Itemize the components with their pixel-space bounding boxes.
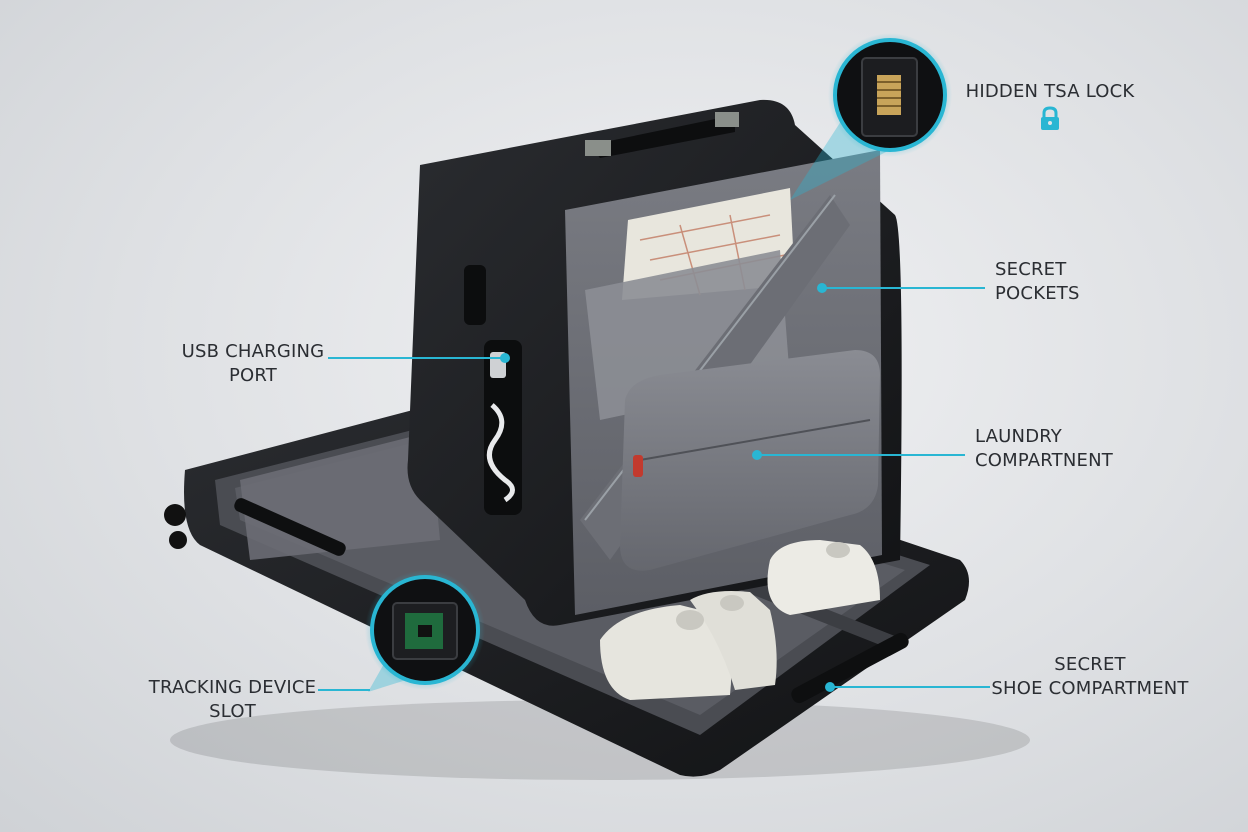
callout-secret-pockets-line2: POCKETS [995, 283, 1080, 304]
callout-laundry: LAUNDRY COMPARTNENT [975, 425, 1145, 473]
callout-laundry-line1: LAUNDRY [975, 426, 1063, 447]
callout-secret-pockets: SECRET POCKETS [995, 258, 1135, 306]
callout-shoes-line1: SECRET [1054, 654, 1126, 675]
combination-lock [464, 265, 486, 325]
callout-tracking: TRACKING DEVICE SLOT [145, 676, 320, 724]
shoes [600, 540, 880, 700]
callout-secret-pockets-line1: SECRET [995, 259, 1067, 280]
side-handle [234, 498, 346, 556]
floor-shadow [170, 700, 1030, 780]
callout-tsa-lock: HIDDEN TSA LOCK [960, 80, 1140, 139]
usb-cable [486, 403, 515, 503]
callout-tracking-line2: SLOT [209, 701, 256, 722]
padlock-icon [1041, 106, 1059, 130]
upright-shell [407, 99, 902, 626]
callout-lines [318, 283, 990, 692]
handle-clip [585, 140, 611, 156]
callout-shoes-line2: SHOE COMPARTMENT [991, 678, 1189, 699]
top-handle [590, 117, 735, 158]
callout-tracking-line1: TRACKING DEVICE [148, 677, 317, 698]
callout-usb-port: USB CHARGING PORT [178, 340, 328, 388]
tracking-device-zoom [365, 570, 485, 692]
handle-clip [715, 112, 739, 127]
zipper-pull [633, 455, 643, 477]
callout-usb-port-line1: USB CHARGING [181, 341, 325, 362]
callout-usb-port-line2: PORT [228, 365, 277, 386]
callout-laundry-line2: COMPARTNENT [975, 450, 1113, 471]
front-handle [791, 632, 909, 704]
tsa-lock-zoom [790, 33, 952, 200]
callout-shoe-compartment: SECRET SHOE COMPARTMENT [990, 653, 1190, 701]
laundry-pouch [620, 350, 880, 571]
callout-tsa-lock-text: HIDDEN TSA LOCK [965, 81, 1135, 102]
